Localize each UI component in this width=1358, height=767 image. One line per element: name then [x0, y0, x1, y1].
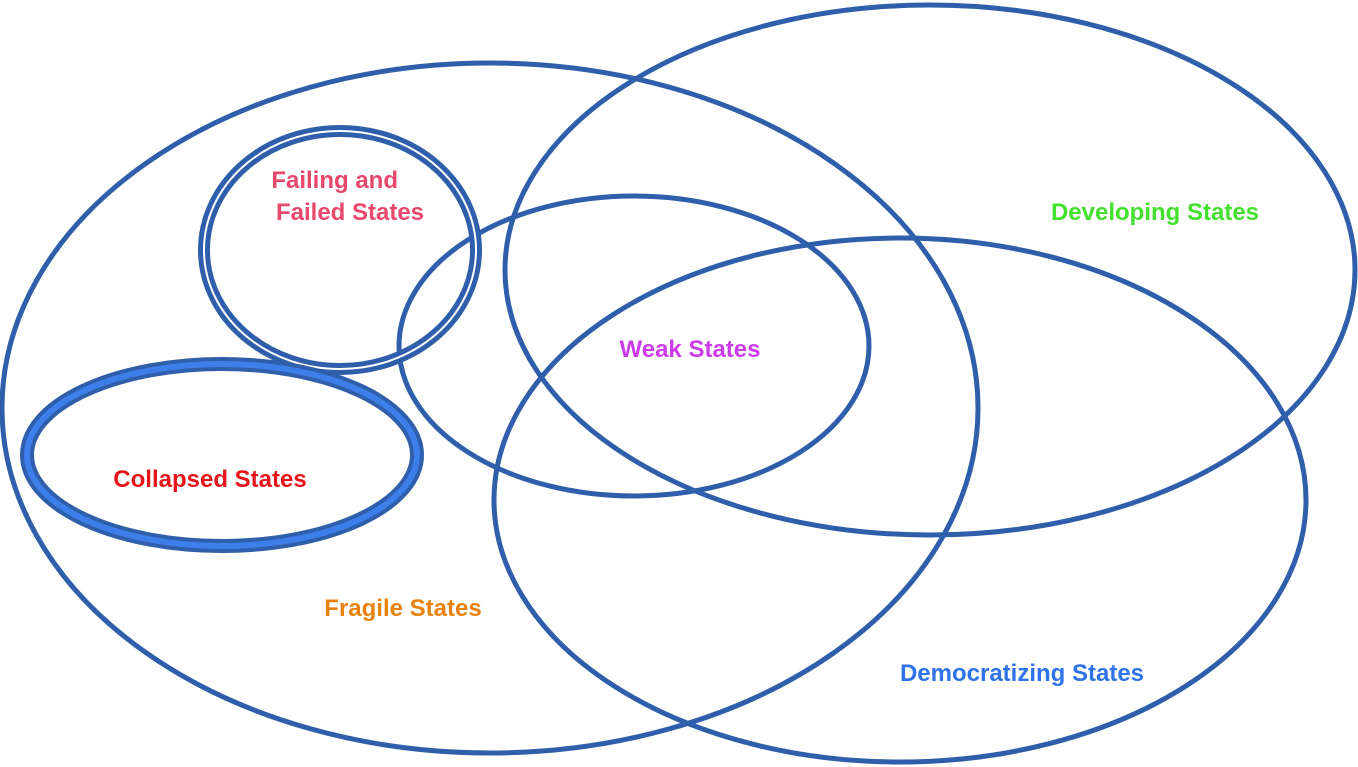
democratizing-states-label: Democratizing States	[900, 660, 1144, 687]
developing-states-label: Developing States	[1051, 199, 1259, 226]
collapsed-states-ellipse-highlight	[24, 361, 420, 549]
fragile-states-ellipse	[0, 60, 981, 756]
democratizing-states-ellipse	[491, 235, 1309, 765]
failing-states-label-line1: Failing and	[271, 167, 398, 194]
developing-states-ellipse	[502, 2, 1358, 538]
failing-states-label-line2: Failed States	[276, 199, 424, 226]
collapsed-states-label: Collapsed States	[113, 466, 306, 493]
failing-states-ellipse-inner	[203, 130, 477, 370]
weak-states-label: Weak States	[620, 336, 761, 363]
weak-states-ellipse	[396, 193, 872, 499]
failing-states-label: Failing and Failed States	[271, 167, 424, 226]
fragile-states-label: Fragile States	[324, 595, 481, 622]
